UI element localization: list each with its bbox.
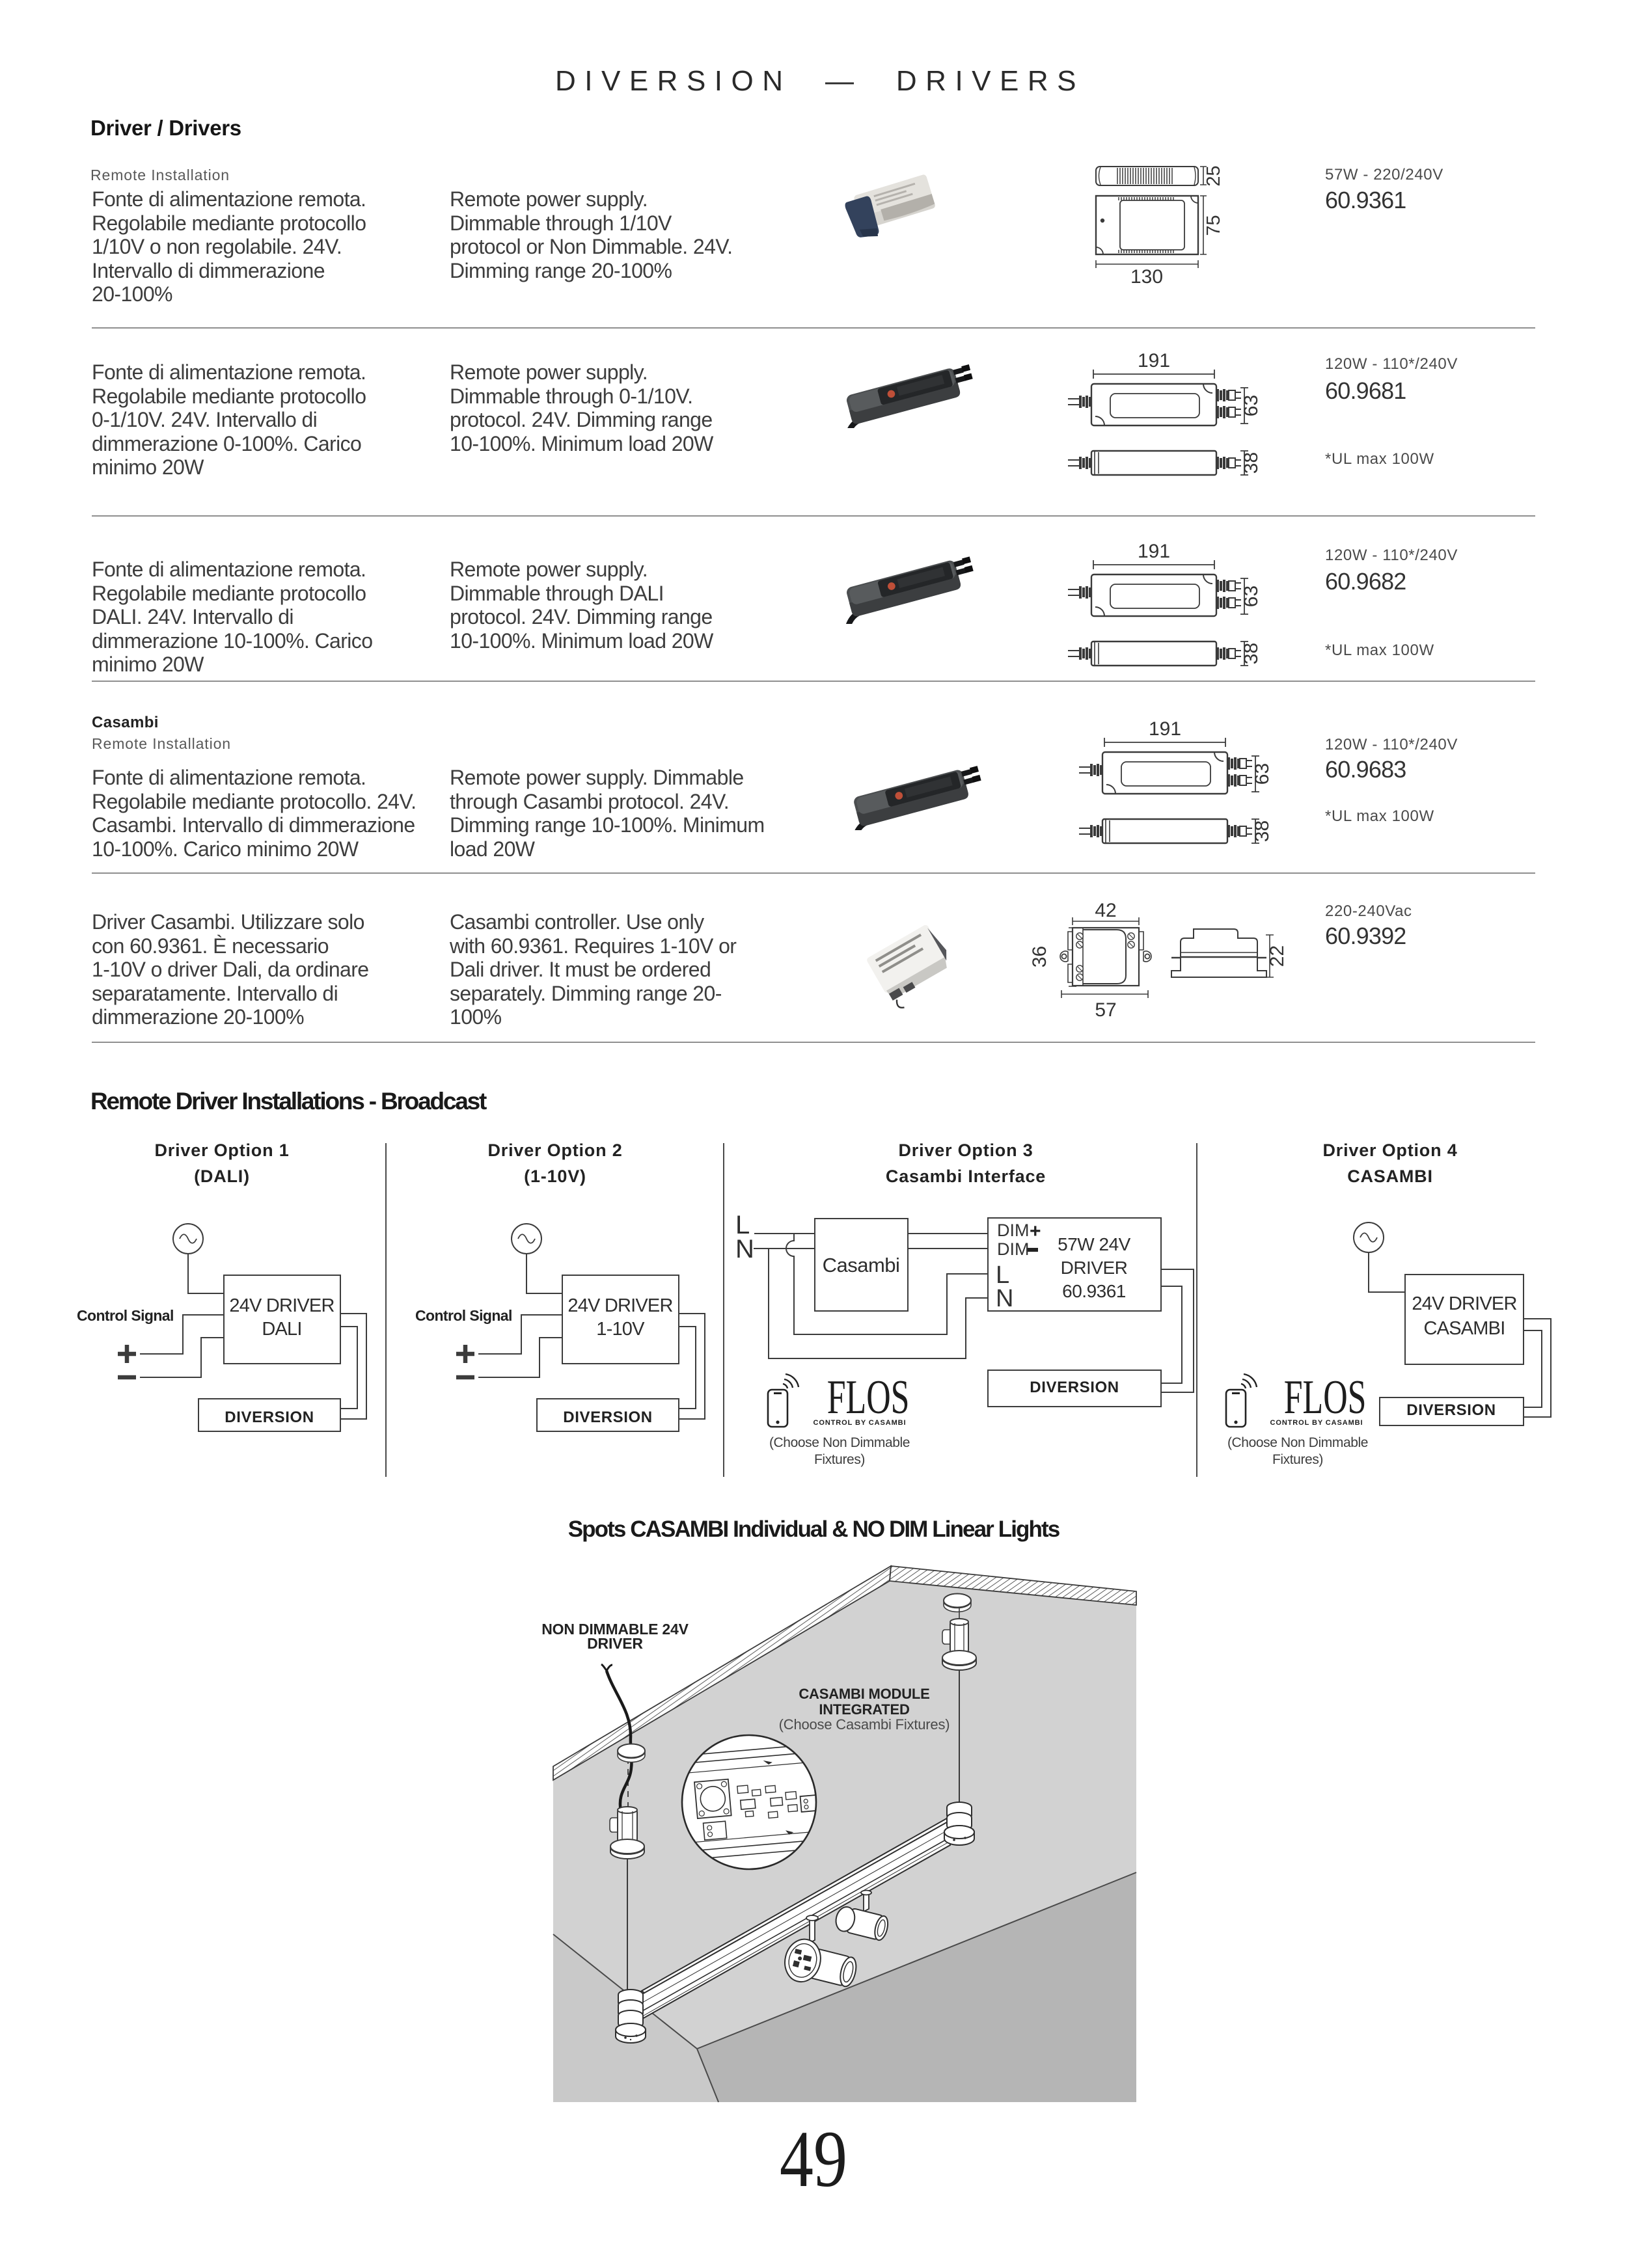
svg-text:DALI: DALI: [262, 1319, 301, 1340]
svg-text:DIVERSION: DIVERSION: [225, 1409, 314, 1426]
svg-text:DIVERSION: DIVERSION: [1406, 1401, 1496, 1419]
svg-text:24V DRIVER: 24V DRIVER: [229, 1295, 334, 1316]
svg-text:DIM: DIM: [997, 1239, 1030, 1259]
svg-text:DRIVER: DRIVER: [1061, 1258, 1128, 1278]
svg-text:36: 36: [1029, 946, 1050, 967]
svg-text:1-10V: 1-10V: [596, 1319, 645, 1340]
svg-text:60.9361: 60.9361: [1062, 1281, 1126, 1301]
svg-text:24V DRIVER: 24V DRIVER: [1412, 1293, 1516, 1314]
svg-text:75: 75: [1203, 215, 1224, 236]
svg-text:24V DRIVER: 24V DRIVER: [567, 1295, 672, 1316]
svg-text:130: 130: [1130, 266, 1163, 288]
svg-text:+: +: [1030, 1221, 1041, 1242]
svg-text:Casambi: Casambi: [823, 1254, 900, 1276]
svg-text:25: 25: [1203, 165, 1224, 186]
svg-text:57: 57: [1095, 999, 1116, 1021]
svg-text:DIVERSION: DIVERSION: [1030, 1379, 1119, 1396]
svg-text:22: 22: [1266, 945, 1288, 967]
svg-text:L: L: [996, 1262, 1009, 1289]
svg-text:DIVERSION: DIVERSION: [563, 1409, 652, 1426]
svg-text:57W 24V: 57W 24V: [1058, 1234, 1130, 1254]
svg-text:DIM: DIM: [997, 1221, 1030, 1240]
svg-text:N: N: [996, 1285, 1013, 1312]
svg-text:CASAMBI: CASAMBI: [1424, 1318, 1505, 1339]
svg-text:42: 42: [1095, 900, 1116, 921]
